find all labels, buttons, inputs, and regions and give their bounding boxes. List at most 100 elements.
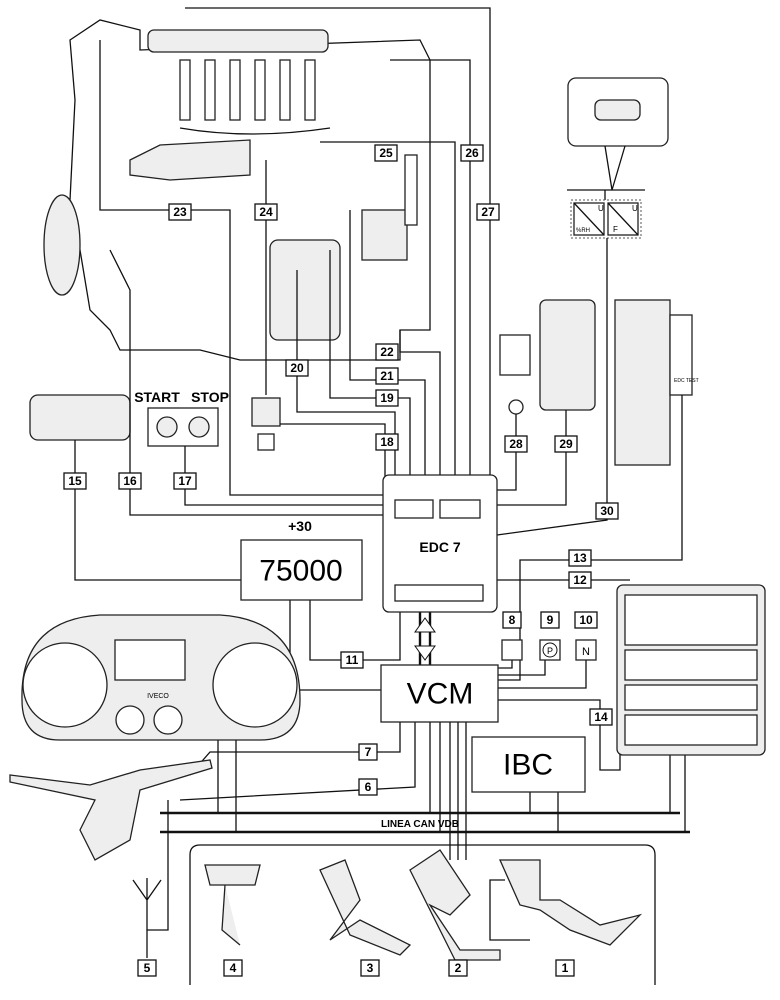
- pedal-frame: [189, 844, 656, 985]
- svg-text:12: 12: [573, 573, 587, 587]
- ibc-label: IBC: [503, 749, 553, 782]
- svg-text:15: 15: [68, 474, 82, 488]
- intake-manifold: [129, 139, 251, 181]
- svg-text:6: 6: [365, 780, 372, 794]
- svg-text:F: F: [613, 225, 618, 234]
- callout-23: 23: [168, 203, 192, 221]
- gear-sensor: [404, 154, 418, 226]
- callout-12: 12: [568, 571, 592, 589]
- callout-18: 18: [375, 433, 399, 451]
- counter-box: [240, 539, 363, 601]
- start-label: START: [134, 389, 180, 405]
- callout-21: 21: [375, 367, 399, 385]
- svg-text:U: U: [598, 204, 604, 213]
- high-pressure-pump: [361, 209, 408, 261]
- svg-text:21: 21: [380, 369, 394, 383]
- svg-text:19: 19: [380, 391, 394, 405]
- svg-text:23: 23: [173, 205, 187, 219]
- callout-2: 2: [448, 959, 468, 977]
- svg-text:14: 14: [594, 710, 608, 724]
- callout-19: 19: [375, 389, 399, 407]
- indicator-8: [501, 639, 523, 661]
- callout-10: 10: [574, 611, 598, 629]
- svg-text:27: 27: [481, 205, 495, 219]
- callout-15: 15: [63, 472, 87, 490]
- callout-30: 30: [595, 502, 619, 520]
- supply-label: +30: [288, 518, 312, 534]
- callout-labels: 1 2 3 4 5 6 7 8 9 10 11 12 13 14 15 16 1…: [63, 144, 619, 977]
- svg-text:18: 18: [380, 435, 394, 449]
- fuse-box: [614, 299, 671, 466]
- start-button[interactable]: [156, 416, 178, 438]
- clutch-pedal: [409, 849, 501, 961]
- vcm-module: [380, 664, 499, 723]
- fuel-temp-sensor: [251, 397, 281, 427]
- can-bus-label: LINEA CAN VDB: [381, 819, 459, 830]
- svg-text:16: 16: [123, 474, 137, 488]
- svg-text:EDC TEST: EDC TEST: [674, 378, 699, 384]
- svg-text:4: 4: [230, 961, 237, 975]
- injectors: [179, 59, 316, 121]
- actuator-28: [499, 334, 531, 376]
- parking-brake-switch: [204, 864, 261, 946]
- svg-text:7: 7: [365, 745, 372, 759]
- fuel-filter: [269, 239, 341, 341]
- callout-20: 20: [285, 359, 309, 377]
- callout-27: 27: [476, 203, 500, 221]
- dryer-29: [539, 299, 596, 411]
- callout-7: 7: [358, 743, 378, 761]
- callout-5: 5: [137, 959, 157, 977]
- callout-22: 22: [375, 343, 399, 361]
- svg-text:U: U: [632, 204, 638, 213]
- callout-28: 28: [504, 435, 528, 453]
- callout-8: 8: [502, 611, 522, 629]
- callout-13: 13: [568, 549, 592, 567]
- svg-text:17: 17: [178, 474, 192, 488]
- callout-4: 4: [223, 959, 243, 977]
- fuel-rail: [147, 29, 329, 53]
- starter-motor: [29, 394, 131, 441]
- dashboard-brand: IVECO: [147, 693, 169, 700]
- counter-value: 75000: [259, 555, 342, 588]
- ibc-module: [471, 736, 586, 793]
- callout-3: 3: [360, 959, 380, 977]
- callout-26: 26: [460, 144, 484, 162]
- svg-text:30: 30: [600, 504, 614, 518]
- svg-text:11: 11: [346, 653, 359, 667]
- pulley: [43, 194, 81, 296]
- svg-text:N: N: [582, 646, 590, 658]
- svg-text:10: 10: [579, 613, 593, 627]
- svg-text:%RH: %RH: [576, 228, 590, 234]
- svg-text:28: 28: [509, 437, 523, 451]
- callout-24: 24: [254, 203, 278, 221]
- svg-text:22: 22: [380, 345, 394, 359]
- accelerator-pedal: [498, 859, 643, 946]
- antenna-icon: [132, 878, 162, 930]
- svg-text:3: 3: [367, 961, 374, 975]
- engine-block: [69, 19, 431, 361]
- callout-16: 16: [118, 472, 142, 490]
- svg-text:5: 5: [144, 961, 151, 975]
- edc-vcm-link-arrow: [414, 617, 436, 633]
- svg-text:9: 9: [547, 613, 554, 627]
- svg-text:13: 13: [573, 551, 587, 565]
- svg-text:20: 20: [290, 361, 304, 375]
- callout-9: 9: [540, 611, 560, 629]
- callout-29: 29: [554, 435, 578, 453]
- indicator-10: [575, 639, 597, 661]
- callout-25: 25: [374, 144, 398, 162]
- svg-text:29: 29: [559, 437, 573, 451]
- callout-1: 1: [555, 959, 575, 977]
- svg-text:8: 8: [509, 613, 516, 627]
- stop-label: STOP: [191, 389, 229, 405]
- callout-6: 6: [358, 778, 378, 796]
- callout-11: 11: [340, 651, 364, 669]
- svg-text:25: 25: [379, 146, 393, 160]
- humidity-flow-sensor: U U %RH F: [570, 199, 642, 239]
- edc7-label: EDC 7: [419, 539, 460, 555]
- stop-button[interactable]: [188, 416, 210, 438]
- svg-text:P: P: [547, 646, 553, 656]
- svg-text:24: 24: [259, 205, 273, 219]
- brake-pedal: [319, 859, 412, 956]
